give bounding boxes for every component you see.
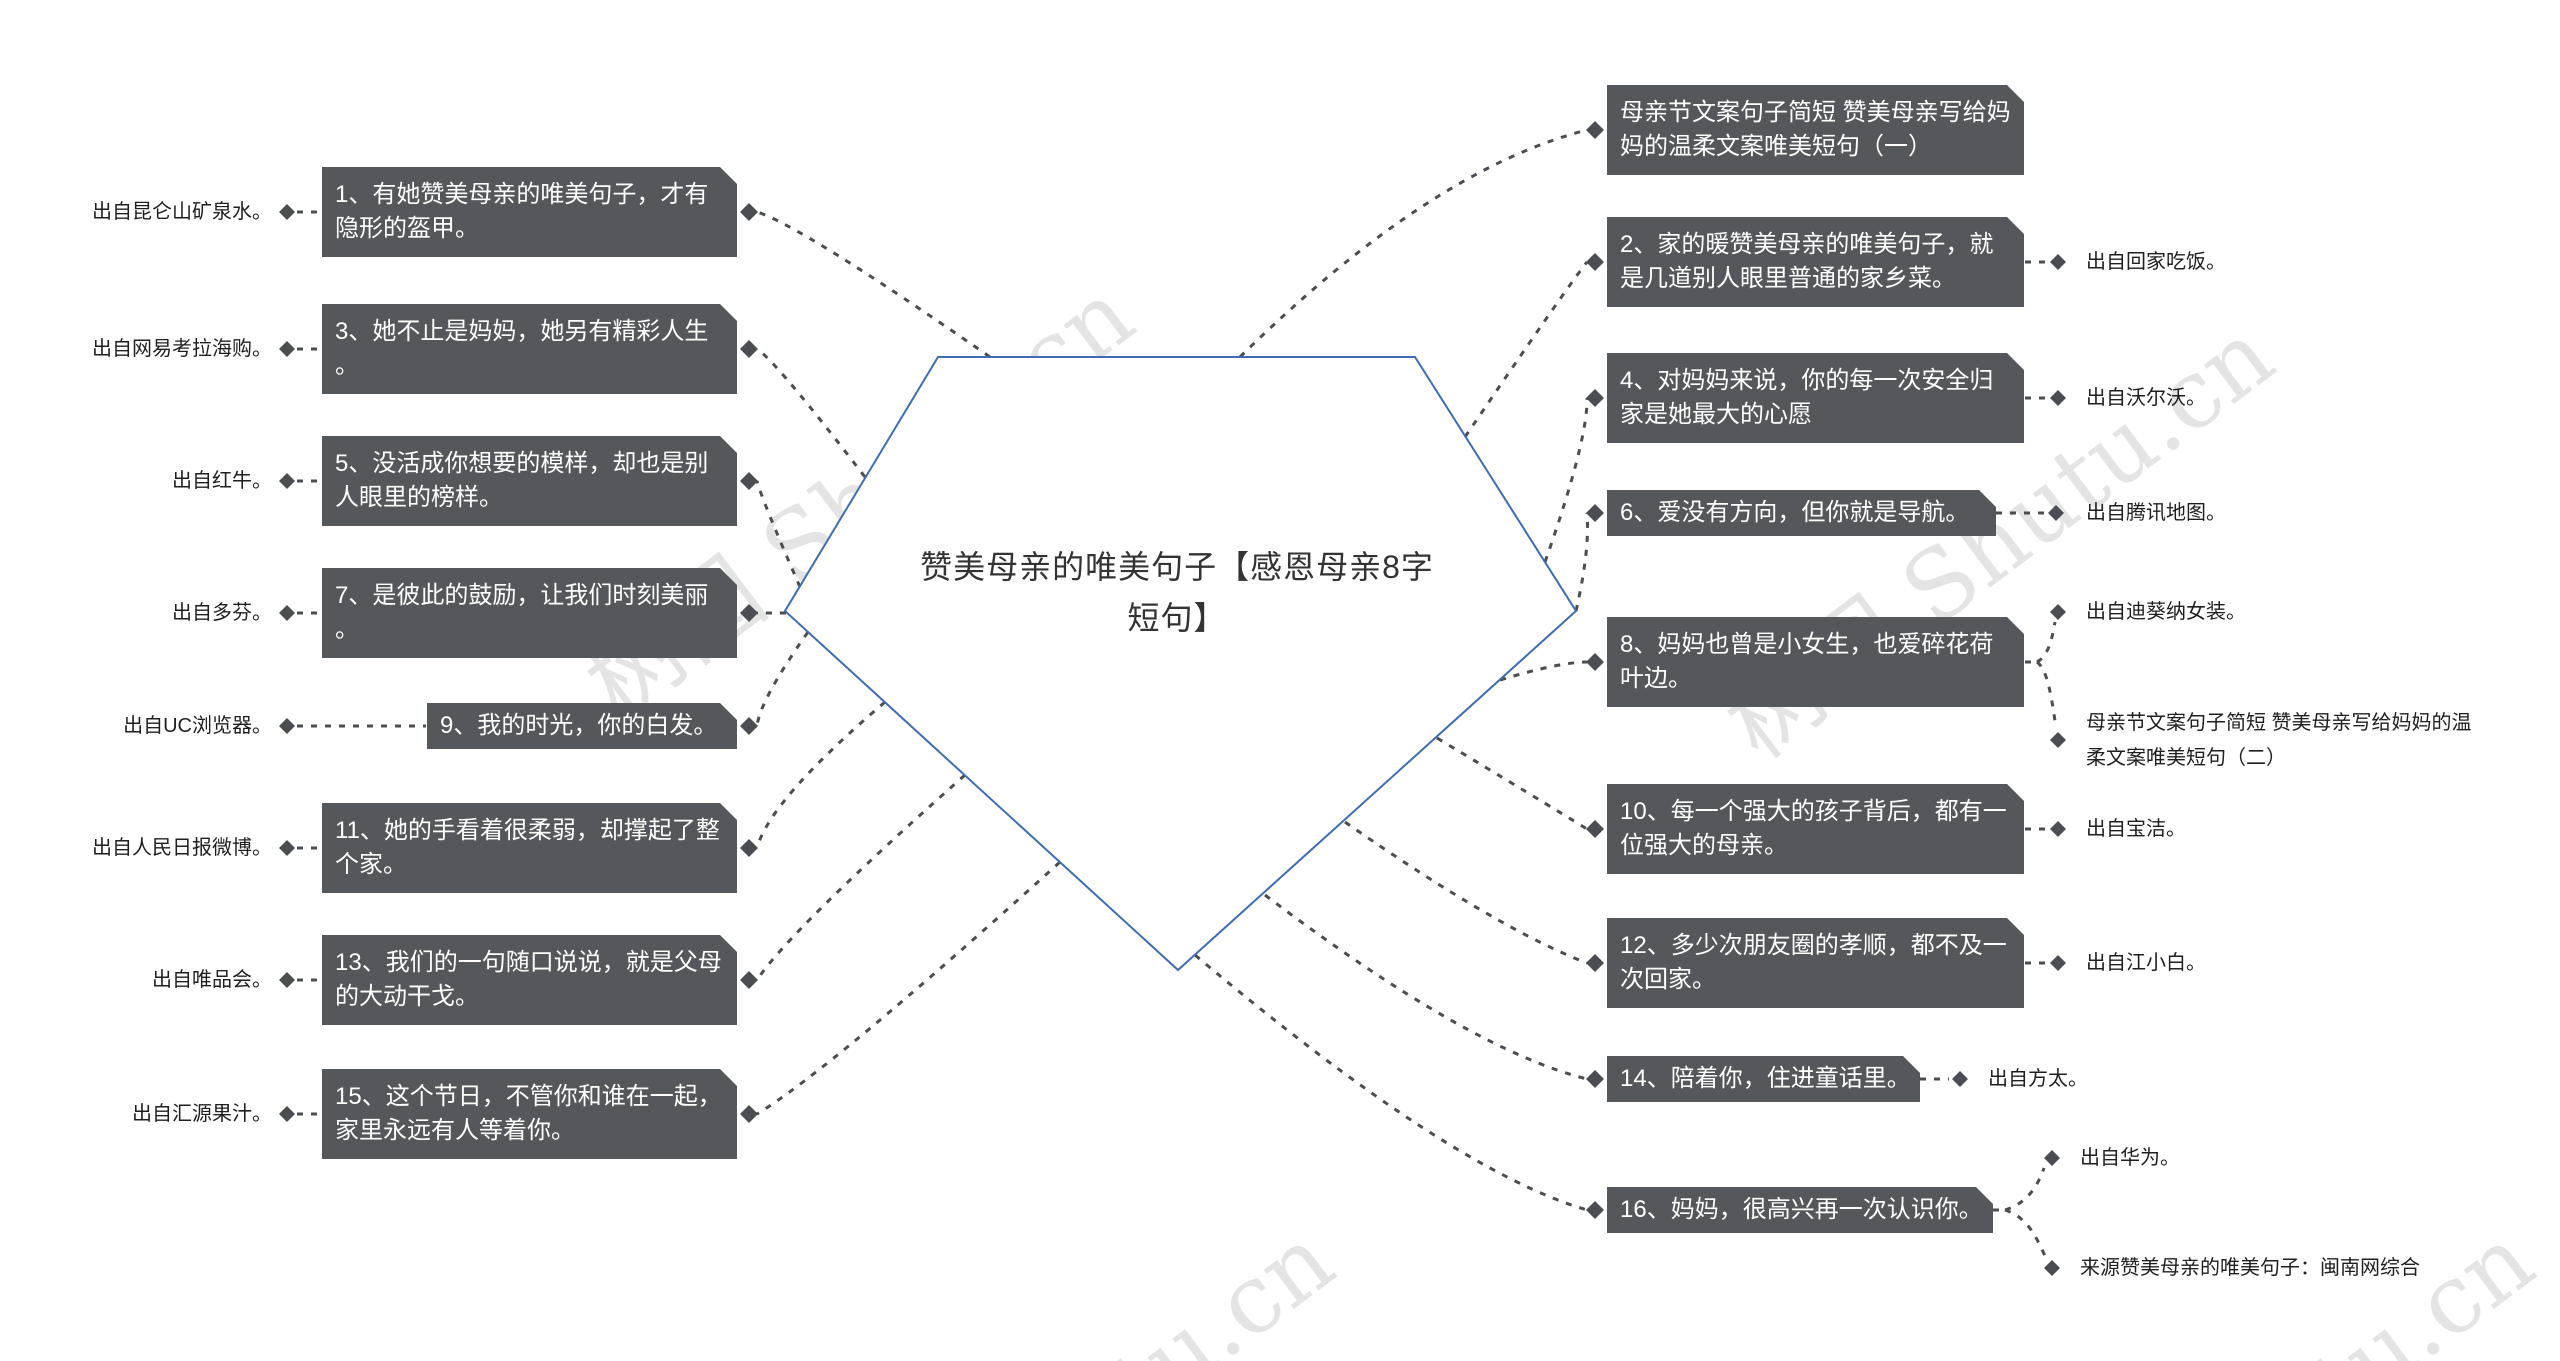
connector-line bbox=[1194, 953, 1588, 1212]
diamond-marker bbox=[1586, 954, 1604, 972]
connector-line bbox=[755, 480, 802, 588]
connector-line bbox=[1543, 397, 1589, 563]
label-fork bbox=[2004, 1167, 2046, 1212]
branch-node-10[interactable]: 10、每一个强大的孩子背后，都有一位强大的母亲。 bbox=[1607, 784, 2024, 874]
source-label[interactable]: 出自网易考拉海购。 bbox=[92, 338, 272, 360]
diamond-marker bbox=[2050, 955, 2066, 971]
diamond-marker bbox=[740, 340, 758, 358]
branch-node-7[interactable]: 7、是彼此的鼓励，让我们时刻美丽。 bbox=[322, 568, 737, 658]
source-label[interactable]: 出自迪葵纳女装。 bbox=[2086, 601, 2246, 623]
diamond-marker bbox=[740, 472, 758, 490]
diamond-marker bbox=[2050, 390, 2066, 406]
label-fork bbox=[2004, 1208, 2048, 1259]
connector-line bbox=[756, 210, 991, 359]
diamond-marker bbox=[740, 604, 758, 622]
connector-line bbox=[1344, 820, 1588, 965]
branch-node-6[interactable]: 6、爱没有方向，但你就是导航。 bbox=[1607, 490, 1996, 536]
diamond-marker bbox=[279, 473, 295, 489]
diamond-marker bbox=[279, 718, 295, 734]
diamond-marker bbox=[1586, 1201, 1604, 1219]
source-label[interactable]: 出自沃尔沃。 bbox=[2086, 387, 2206, 409]
diamond-marker bbox=[2044, 1150, 2060, 1166]
branch-node-13[interactable]: 13、我们的一句随口说说，就是父母的大动干戈。 bbox=[322, 935, 737, 1025]
diamond-marker bbox=[740, 203, 758, 221]
connector-line bbox=[755, 773, 966, 981]
label-fork bbox=[2035, 660, 2058, 729]
diamond-marker bbox=[740, 1105, 758, 1123]
source-label[interactable]: 出自腾讯地图。 bbox=[2086, 502, 2226, 524]
source-label[interactable]: 出自宝洁。 bbox=[2086, 818, 2186, 840]
source-label[interactable]: 出自回家吃饭。 bbox=[2086, 251, 2226, 273]
diamond-marker bbox=[1586, 820, 1604, 838]
diamond-marker bbox=[279, 605, 295, 621]
connector-line bbox=[755, 700, 886, 849]
diamond-marker bbox=[1586, 1070, 1604, 1088]
source-label[interactable]: 出自方太。 bbox=[1988, 1068, 2088, 1090]
diamond-marker bbox=[2050, 254, 2066, 270]
connector-line bbox=[1238, 128, 1588, 359]
branch-node-header-1[interactable]: 母亲节文案句子简短 赞美母亲写给妈妈的温柔文案唯美短句（一） bbox=[1607, 85, 2024, 175]
diamond-marker bbox=[2050, 732, 2066, 748]
source-label[interactable]: 出自红牛。 bbox=[172, 470, 272, 492]
source-label[interactable]: 出自UC浏览器。 bbox=[123, 715, 272, 737]
connector-line bbox=[1463, 261, 1589, 438]
source-label[interactable]: 出自多芬。 bbox=[172, 602, 272, 624]
label-fork bbox=[2036, 621, 2057, 664]
branch-node-3[interactable]: 3、她不止是妈妈，她另有精彩人生。 bbox=[322, 304, 737, 394]
diamond-marker bbox=[2044, 1260, 2060, 1276]
branch-node-5[interactable]: 5、没活成你想要的模样，却也是别人眼里的榜样。 bbox=[322, 436, 737, 526]
connector-line bbox=[1436, 736, 1588, 831]
branch-node-1[interactable]: 1、有她赞美母亲的唯美句子，才有隐形的盔甲。 bbox=[322, 167, 737, 257]
diamond-marker bbox=[279, 972, 295, 988]
source-label[interactable]: 出自人民日报微博。 bbox=[92, 837, 272, 859]
source-label[interactable]: 出自江小白。 bbox=[2086, 952, 2206, 974]
diamond-marker bbox=[740, 717, 758, 735]
connector-line bbox=[1264, 893, 1588, 1081]
branch-node-11[interactable]: 11、她的手看着很柔弱，却撑起了整个家。 bbox=[322, 803, 737, 893]
diamond-marker bbox=[2050, 604, 2066, 620]
branch-node-16[interactable]: 16、妈妈，很高兴再一次认识你。 bbox=[1607, 1187, 1993, 1233]
connector-line bbox=[756, 860, 1062, 1116]
diamond-marker bbox=[740, 839, 758, 857]
source-label[interactable]: 出自汇源果汁。 bbox=[132, 1103, 272, 1125]
branch-node-4[interactable]: 4、对妈妈来说，你的每一次安全归家是她最大的心愿 bbox=[1607, 353, 2024, 443]
diamond-marker bbox=[279, 204, 295, 220]
source-label[interactable]: 母亲节文案句子简短 赞美母亲写给妈妈的温柔文案唯美短句（二） bbox=[2086, 712, 2472, 769]
source-label[interactable]: 出自唯品会。 bbox=[152, 969, 272, 991]
branch-node-9[interactable]: 9、我的时光，你的白发。 bbox=[427, 703, 737, 749]
connector-line bbox=[1574, 512, 1590, 612]
diamond-marker bbox=[1586, 504, 1604, 522]
center-shape bbox=[783, 356, 1578, 972]
source-label[interactable]: 出自华为。 bbox=[2080, 1147, 2180, 1169]
diamond-marker bbox=[1586, 653, 1604, 671]
branch-node-15[interactable]: 15、这个节日，不管你和谁在一起，家里永远有人等着你。 bbox=[322, 1069, 737, 1159]
source-label[interactable]: 来源赞美母亲的唯美句子：闽南网综合 bbox=[2080, 1257, 2420, 1279]
branch-node-2[interactable]: 2、家的暖赞美母亲的唯美句子，就是几道别人眼里普通的家乡菜。 bbox=[1607, 217, 2024, 307]
diamond-marker bbox=[2050, 821, 2066, 837]
connector-line bbox=[756, 347, 867, 478]
diamond-marker bbox=[2048, 505, 2064, 521]
branch-node-8[interactable]: 8、妈妈也曾是小女生，也爱碎花荷叶边。 bbox=[1607, 617, 2024, 707]
source-label[interactable]: 出自昆仑山矿泉水。 bbox=[92, 201, 272, 223]
connector-line bbox=[755, 631, 810, 727]
diamond-marker bbox=[1586, 253, 1604, 271]
diamond-marker bbox=[1586, 121, 1604, 139]
diamond-marker bbox=[279, 341, 295, 357]
branch-node-12[interactable]: 12、多少次朋友圈的孝顺，都不及一次回家。 bbox=[1607, 918, 2024, 1008]
central-topic[interactable]: 赞美母亲的唯美句子【感恩母亲8字短句】 bbox=[920, 549, 1434, 636]
diamond-marker bbox=[279, 1106, 295, 1122]
diamond-marker bbox=[740, 971, 758, 989]
diamond-marker bbox=[1952, 1071, 1968, 1087]
branch-node-14[interactable]: 14、陪着你，住进童话里。 bbox=[1607, 1056, 1920, 1102]
diamond-marker bbox=[1586, 389, 1604, 407]
diamond-marker bbox=[279, 840, 295, 856]
